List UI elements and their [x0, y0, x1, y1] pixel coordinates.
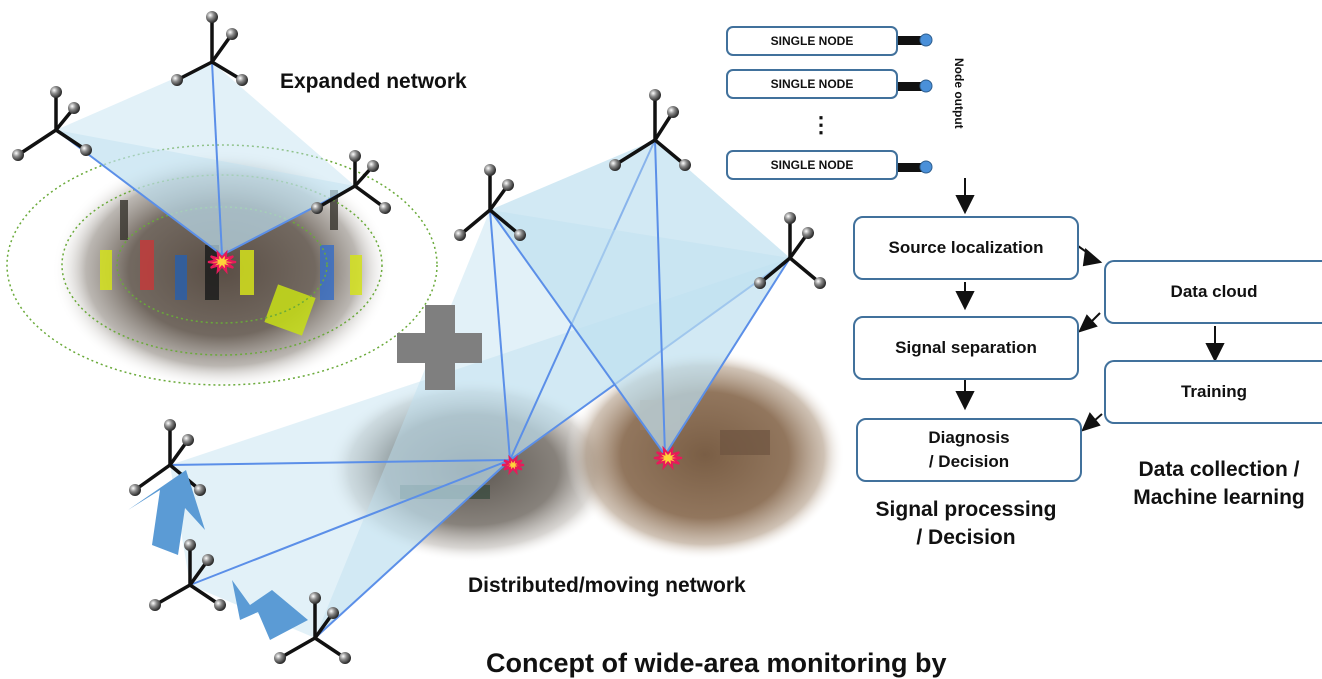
link-line: [654, 139, 666, 456]
link-fill: [212, 62, 355, 255]
link-line: [509, 139, 656, 461]
sensor-center-top-icon: [609, 89, 691, 171]
node-ellipsis: ⋮: [810, 112, 832, 137]
sensor-nodes: [12, 11, 826, 664]
data-collection-label: Data collection / Machine learning: [1133, 458, 1305, 509]
explosion-icon: [653, 445, 683, 471]
explosion-icon: [501, 454, 525, 476]
sensor-bottom-right-icon: [274, 592, 351, 664]
sensor-center-left-icon: [454, 164, 526, 241]
signal-separation-box: Signal separation: [853, 316, 1079, 380]
sensor-left-top-icon: [12, 86, 92, 161]
link-fans: [55, 61, 791, 639]
link-line: [509, 257, 791, 461]
explosion-bursts: [207, 249, 683, 476]
training-box: Training: [1104, 360, 1322, 424]
flow-arrows: [955, 178, 1225, 432]
link-fill: [490, 140, 655, 460]
wildfire-photo: [327, 378, 617, 562]
link-line: [664, 257, 791, 456]
distributed-network-label: Distributed/moving network: [468, 574, 746, 597]
link-fill: [170, 460, 510, 585]
sensor-bottom-mid-icon: [149, 539, 226, 611]
node-output-label: Node output: [952, 58, 966, 129]
expanded-network-label: Expanded network: [280, 70, 467, 93]
sensor-right-icon: [754, 212, 826, 289]
single-node-box-1: SINGLE NODE: [726, 26, 898, 56]
link-fill: [655, 140, 790, 455]
link-fill: [56, 62, 222, 255]
link-line: [189, 459, 511, 586]
sensor-top-icon: [171, 11, 248, 86]
diagnosis-decision-box: Diagnosis / Decision: [856, 418, 1082, 482]
link-fill: [490, 210, 790, 455]
movement-arrows-icon: [128, 470, 308, 640]
plus-icon: [397, 305, 482, 390]
single-node-box-2: SINGLE NODE: [726, 69, 898, 99]
link-line: [169, 459, 511, 466]
data-cloud-box: Data cloud: [1104, 260, 1322, 324]
source-localization-box: Source localization: [853, 216, 1079, 280]
rubble-photo: [565, 350, 845, 560]
link-line: [314, 459, 511, 639]
sensor-right-crowd-icon: [311, 150, 391, 214]
link-line: [489, 209, 511, 461]
node-output-connectors: [898, 33, 933, 174]
signal-processing-label: Signal processing / Decision: [875, 498, 1057, 549]
link-line: [211, 61, 223, 256]
link-line: [489, 209, 666, 456]
figure-caption: Concept of wide-area monitoring by: [486, 648, 947, 678]
propagation-rings: [6, 144, 438, 386]
single-node-box-3: SINGLE NODE: [726, 150, 898, 180]
link-fill: [510, 140, 790, 460]
explosion-icon: [207, 249, 237, 275]
link-fill: [490, 140, 665, 455]
link-fill: [315, 210, 510, 638]
